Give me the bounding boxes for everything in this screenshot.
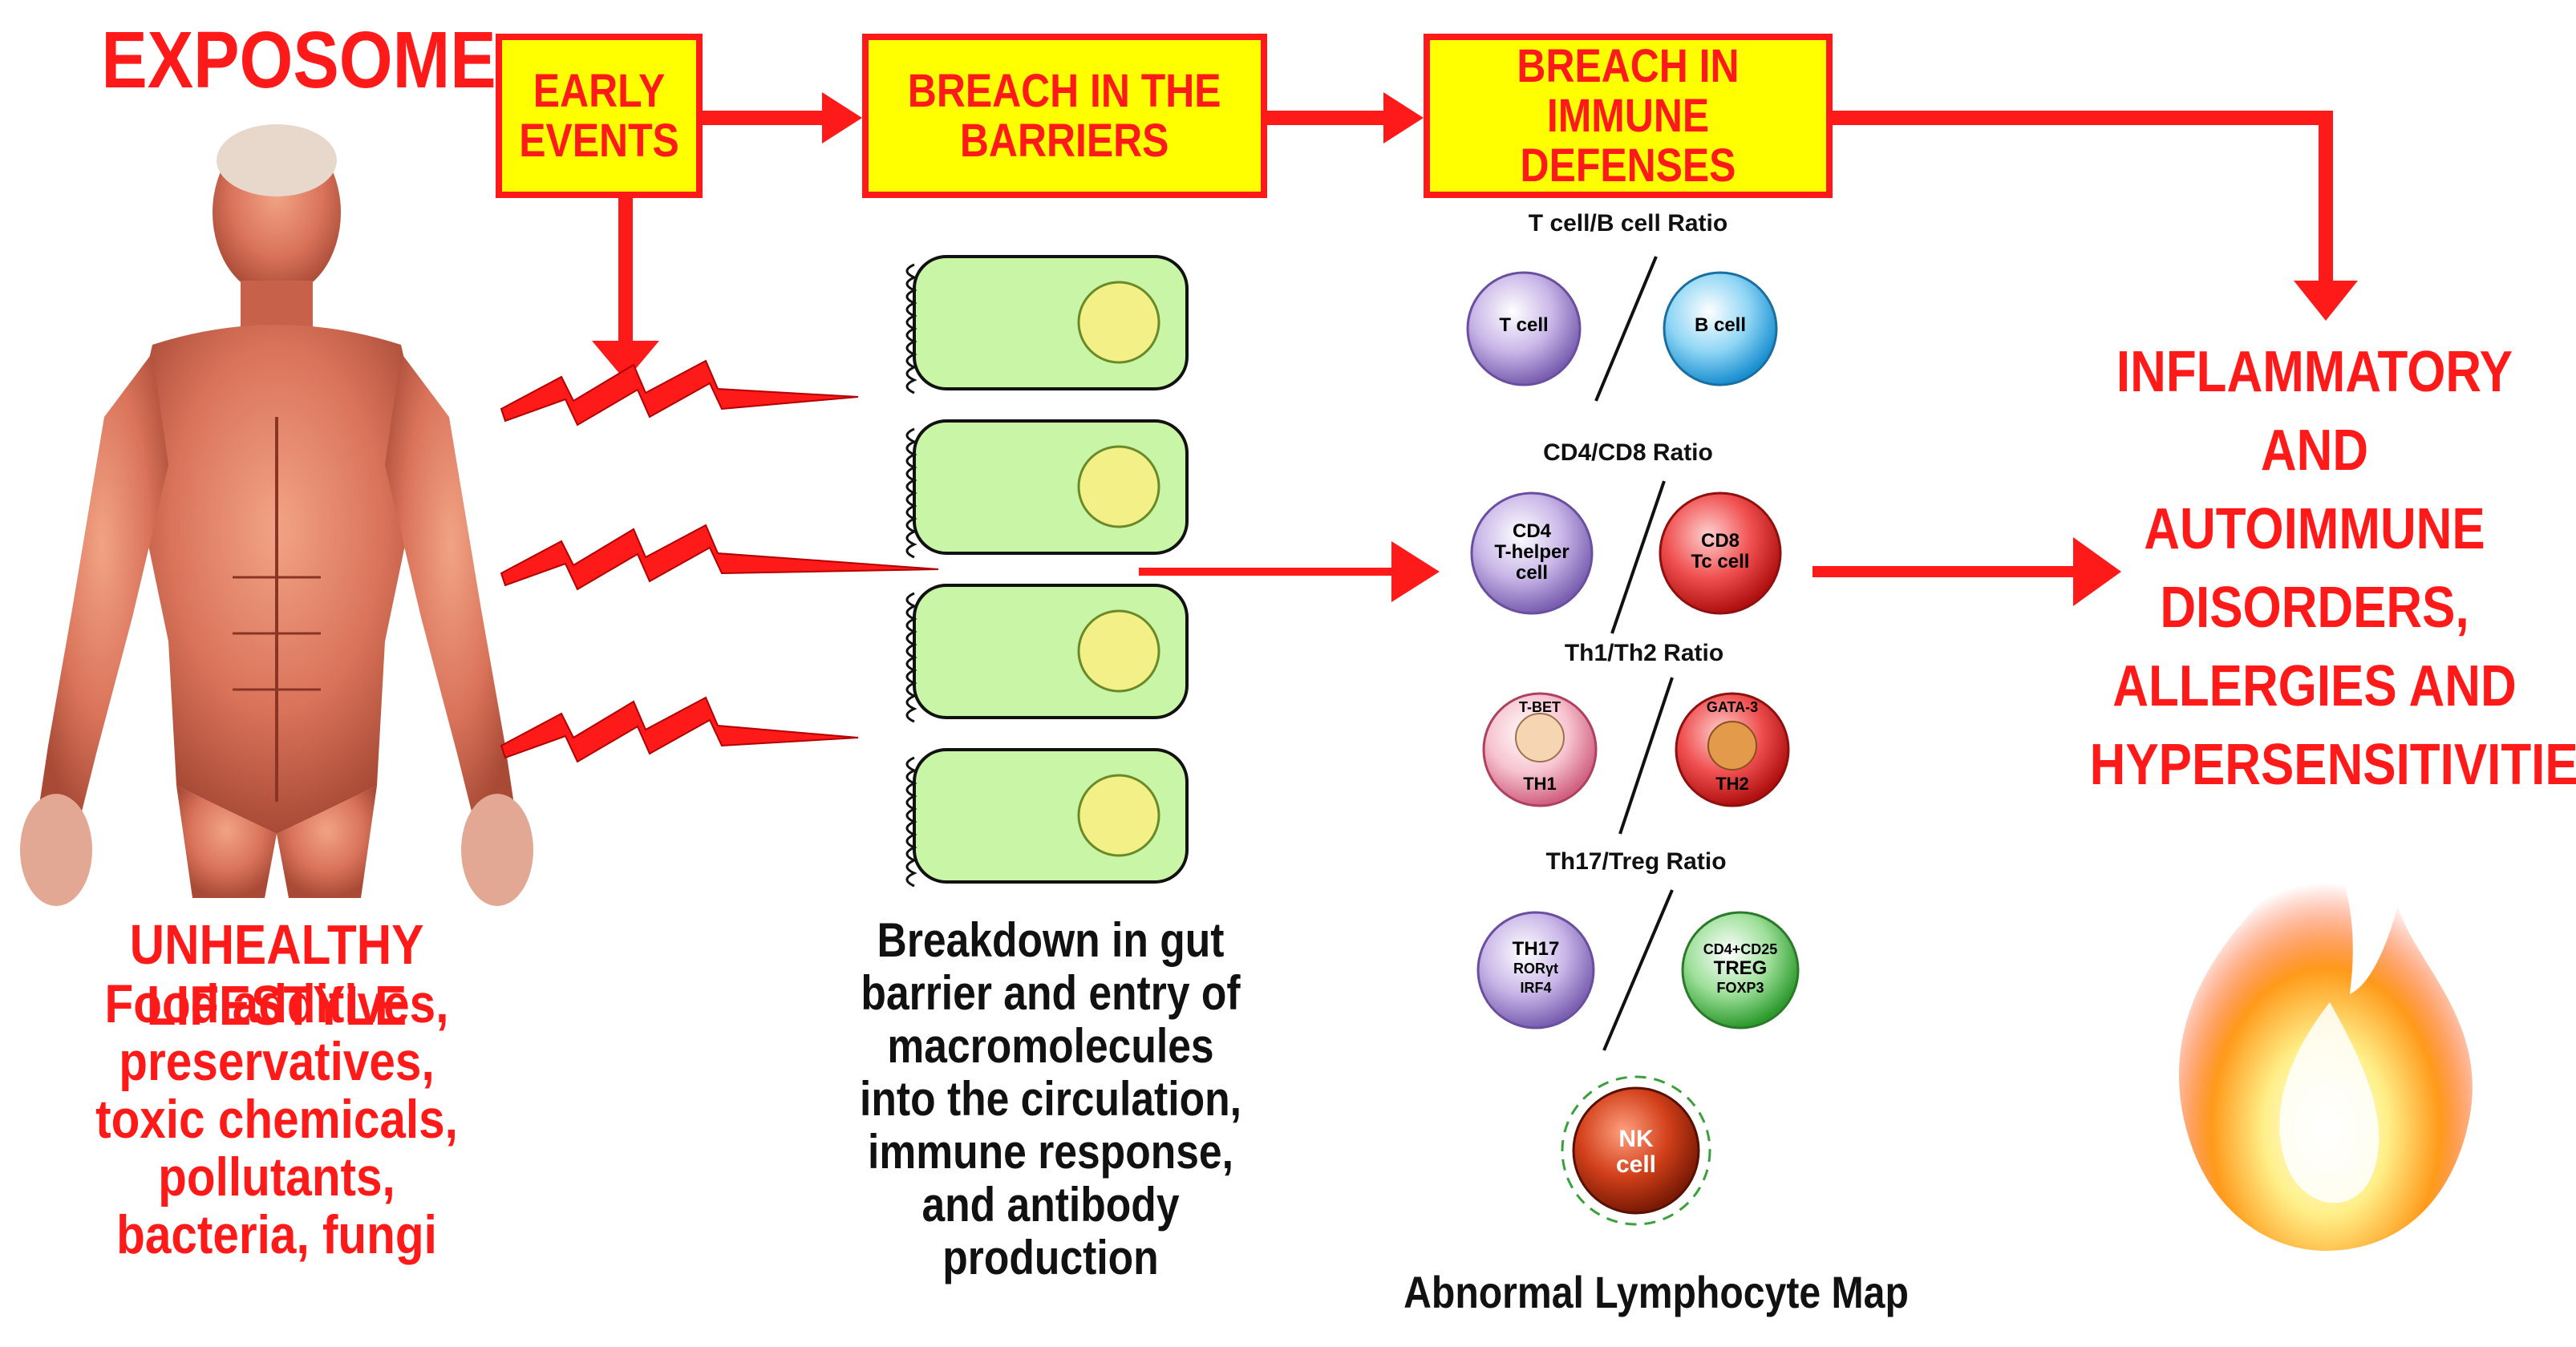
treg-cell-icon — [1681, 911, 1800, 1029]
th17-cell-label: TH17 RORγt IRF4 — [1496, 940, 1576, 997]
t-cell-icon — [1466, 271, 1582, 386]
nk-cell-label: NK cell — [1600, 1127, 1672, 1178]
cd8-cell-label: CD8 Tc cell — [1680, 531, 1760, 572]
ratio-title-tb: T cell/B cell Ratio — [1528, 210, 1728, 237]
gut-epithelial-cells — [905, 255, 1189, 888]
treg-line-2: TREG — [1713, 957, 1768, 979]
th2-name-label: TH2 — [1715, 774, 1749, 794]
ratio-title-th17treg: Th17/Treg Ratio — [1545, 848, 1727, 875]
ratio-title-cd4cd8: CD4/CD8 Ratio — [1543, 439, 1713, 466]
cd4-line-3: cell — [1515, 562, 1549, 584]
nk-line-2: cell — [1615, 1151, 1657, 1178]
cd8-line-2: Tc cell — [1691, 551, 1750, 572]
cd8-cell-icon — [1659, 491, 1782, 615]
th1-tf-label: T-BET — [1519, 699, 1561, 715]
flow-arrows — [592, 92, 2358, 606]
epithelial-cell-3 — [905, 584, 1189, 723]
map-caption: Abnormal Lymphocyte Map — [1403, 1267, 1909, 1317]
cd4-cell-label: CD4 T-helper cell — [1492, 521, 1572, 584]
outcome-text: INFLAMMATORY AND AUTOIMMUNE DISORDERS, A… — [2089, 340, 2576, 797]
breach-immune-box: BREACH IN IMMUNE DEFENSES — [1424, 34, 1833, 198]
flame-icon — [2178, 842, 2473, 1251]
lymphocyte-map — [1466, 256, 1800, 1226]
t-cell-label: T cell — [1499, 314, 1549, 336]
th17-tf-1: RORγt — [1513, 961, 1558, 977]
early-events-box: EARLY EVENTS — [496, 34, 703, 198]
cd8-line-1: CD8 — [1700, 530, 1740, 552]
lightning-bolts-icon — [500, 359, 939, 763]
epithelial-cell-1 — [905, 255, 1189, 394]
th2-tf-label: GATA-3 — [1706, 699, 1759, 715]
ratio-title-th1th2: Th1/Th2 Ratio — [1564, 640, 1724, 666]
nk-line-1: NK — [1618, 1126, 1654, 1152]
treg-cell-label: CD4+CD25 TREG FOXP3 — [1692, 940, 1788, 997]
cd4-line-2: T-helper — [1494, 541, 1569, 563]
treg-line-3: FOXP3 — [1716, 980, 1764, 996]
lifestyle-heading: UNHEALTHY LIFESTYLE — [129, 913, 424, 1037]
b-cell-icon — [1663, 271, 1778, 386]
breach-barriers-box: BREACH IN THE BARRIERS — [862, 34, 1267, 198]
epithelial-cell-2 — [905, 419, 1189, 559]
cd4-line-1: CD4 — [1512, 520, 1551, 542]
th17-tf-2: IRF4 — [1520, 980, 1552, 996]
breach-barriers-label: BREACH IN THE BARRIERS — [908, 64, 1221, 167]
anatomical-figure — [20, 124, 533, 906]
b-cell-label: B cell — [1694, 314, 1747, 336]
epithelial-cell-4 — [905, 748, 1189, 888]
nk-cell-icon — [1572, 1086, 1700, 1215]
treg-line-1: CD4+CD25 — [1703, 941, 1778, 957]
lifestyle-items: Food additives, preservatives, toxic che… — [95, 973, 458, 1265]
breach-immune-label: BREACH IN IMMUNE DEFENSES — [1517, 39, 1740, 192]
th17-cell-icon — [1476, 911, 1595, 1029]
exposome-title: EXPOSOME — [101, 15, 496, 105]
th1-name-label: TH1 — [1523, 774, 1557, 794]
cd4-cell-icon — [1470, 491, 1594, 615]
early-events-label: EARLY EVENTS — [519, 64, 679, 167]
barrier-caption: Breakdown in gut barrier and entry of ma… — [860, 913, 1241, 1284]
th17-name: TH17 — [1512, 938, 1560, 960]
